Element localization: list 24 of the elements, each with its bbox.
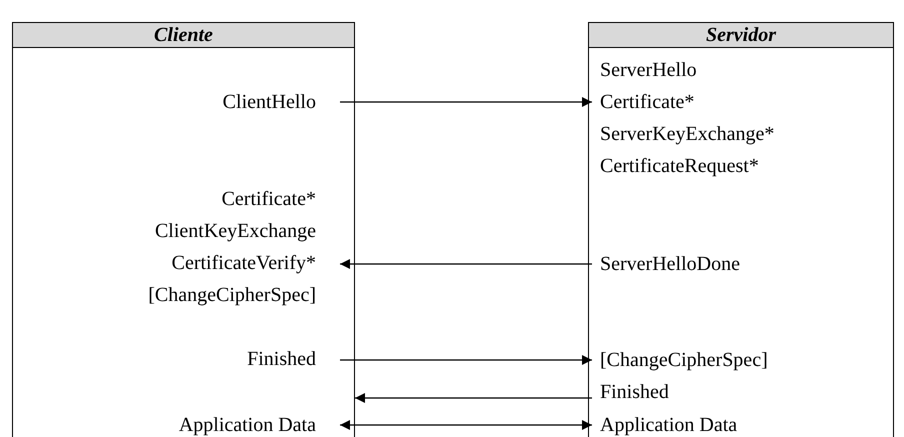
message-label: ClientHello [222, 90, 316, 115]
message-arrow [340, 97, 592, 107]
message-arrow [340, 259, 592, 269]
message-label: CertificateRequest* [600, 154, 759, 179]
message-label: Application Data [178, 413, 316, 437]
message-label: ServerHelloDone [600, 252, 740, 277]
message-label: ClientKeyExchange [154, 219, 316, 244]
message-label: Application Data [600, 413, 738, 437]
message-label: CertificateVerify* [172, 251, 316, 276]
message-label: Finished [247, 347, 316, 372]
lifeline-column [588, 22, 894, 437]
message-label: Certificate* [222, 187, 316, 212]
message-label: Certificate* [600, 90, 694, 115]
message-arrow [355, 393, 592, 403]
message-label: [ChangeCipherSpec] [600, 348, 768, 373]
message-label: ServerKeyExchange* [600, 122, 774, 147]
message-label: ServerHello [600, 58, 697, 83]
message-arrow [340, 355, 592, 365]
column-header: Servidor [589, 23, 893, 48]
message-arrow [340, 420, 592, 430]
column-header: Cliente [13, 23, 354, 48]
lifeline-column [12, 22, 355, 437]
message-label: Finished [600, 380, 669, 405]
message-label: [ChangeCipherSpec] [148, 283, 316, 308]
